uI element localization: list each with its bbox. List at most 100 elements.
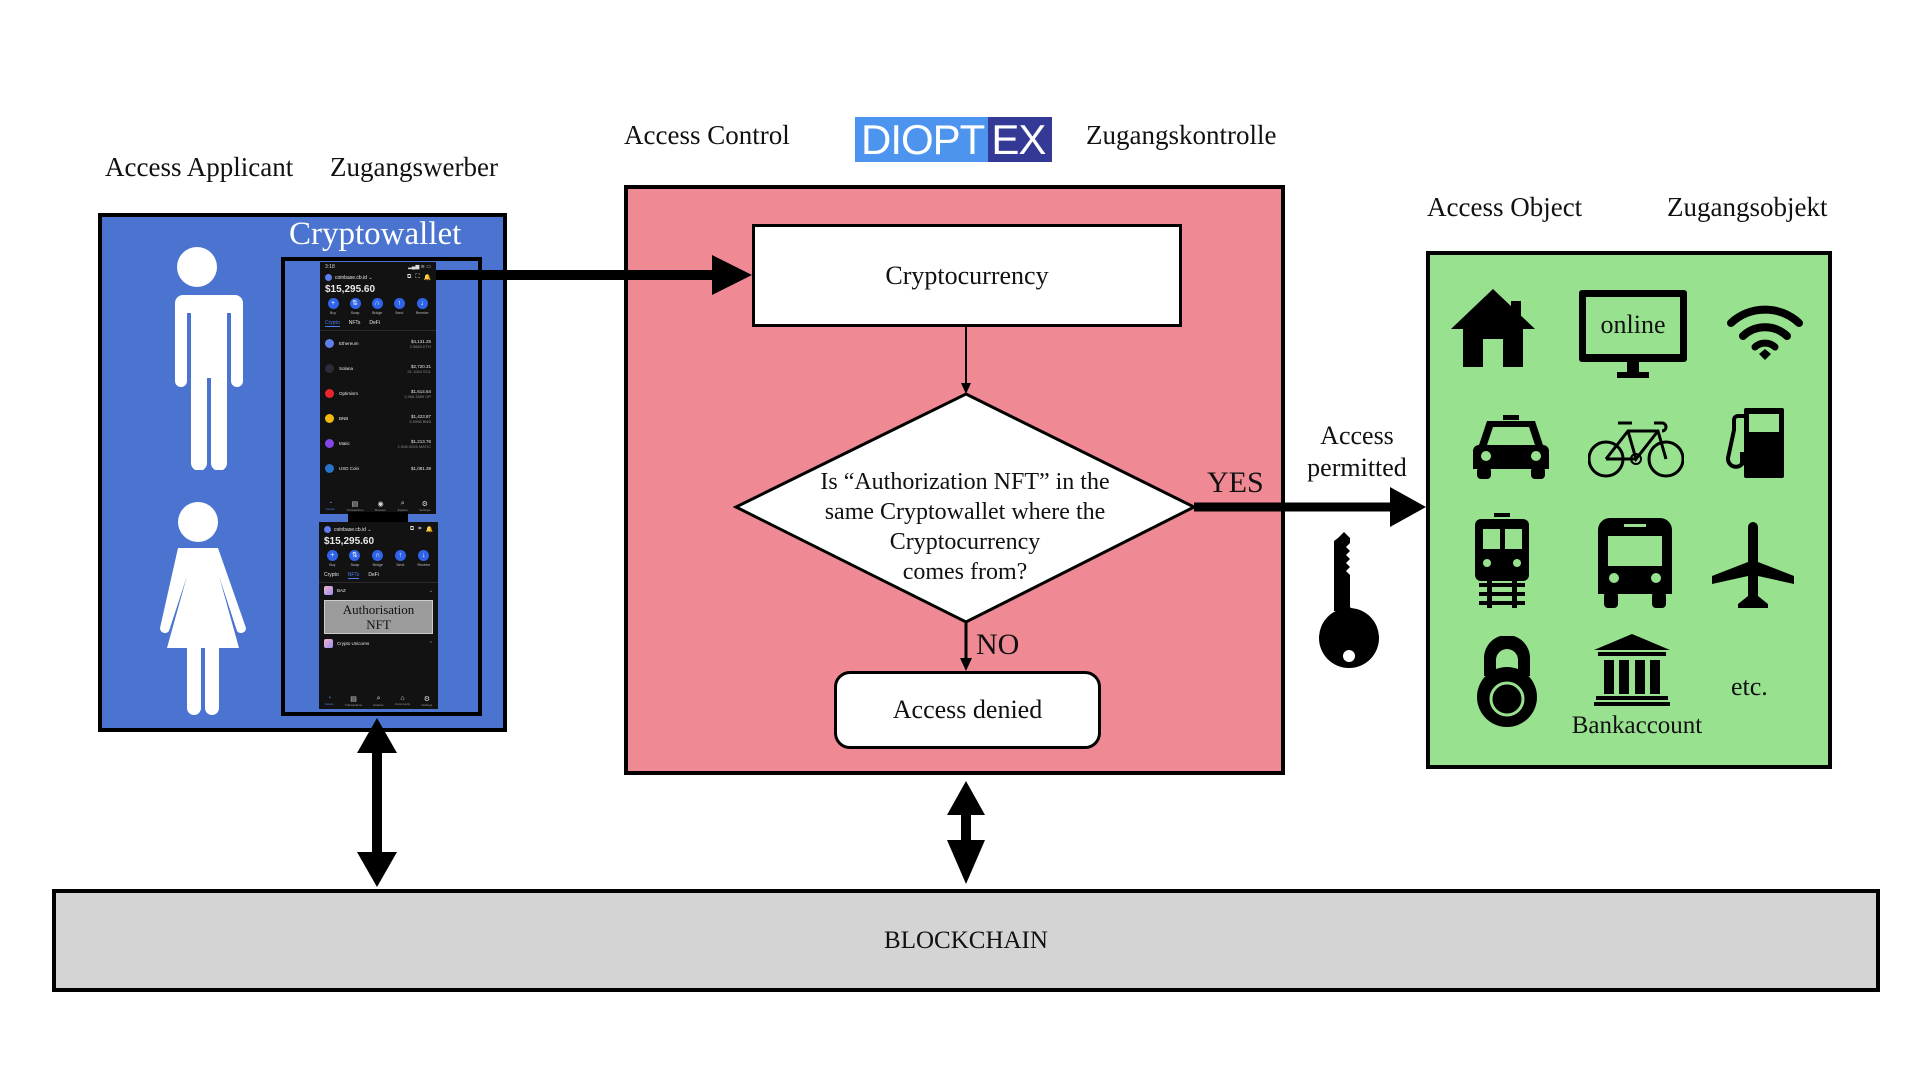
bridge-button[interactable]: ∩Bridge	[371, 298, 383, 315]
account-row[interactable]: coinbase.cb.id ⌄ ⧉ ⛶ 🔔	[320, 272, 436, 283]
optimism-icon	[325, 389, 334, 398]
bottom-nav: ◔Assets ▤Transactions ⌕Explore ⌂Community ⚙S…	[319, 693, 438, 709]
buy-button[interactable]: + Buy	[326, 550, 338, 567]
nav-label: Settings	[421, 703, 433, 707]
receive-button[interactable]: ↓Receive	[417, 550, 430, 567]
copy-icon[interactable]: ⧉	[409, 526, 415, 532]
object-title-de: Zugangsobjekt	[1667, 192, 1828, 222]
nav-settings[interactable]: ⚙Settings	[421, 695, 432, 707]
asset-values: $1,081.39	[411, 466, 431, 471]
nft-thumbnail	[324, 639, 333, 648]
action-label: Receive	[415, 311, 429, 315]
qr-icon[interactable]: ⌗	[418, 526, 422, 532]
decision-question: Is “Authorization NFT” in the same Crypt…	[800, 467, 1130, 587]
asset-amount: 91.1064 SOL	[407, 368, 431, 374]
account-name[interactable]: coinbase.cb.id ⌄	[335, 274, 373, 281]
chevron-down-icon[interactable]: ⌄	[428, 587, 433, 594]
tab-nfts[interactable]: NFTs	[348, 320, 361, 326]
buy-button[interactable]: +Buy	[327, 298, 339, 315]
nav-community[interactable]: ⌂Community	[395, 695, 410, 707]
transactions-icon: ▤	[351, 501, 359, 508]
control-title-en: Access Control	[624, 120, 790, 150]
fuel-pump-icon	[1726, 408, 1784, 478]
nav-label: Explore	[397, 508, 408, 512]
nav-label: Transactions	[346, 508, 364, 512]
nav-assets[interactable]: ◔Assets	[325, 695, 334, 707]
tab-defi[interactable]: DeFi	[369, 320, 380, 326]
asset-row[interactable]: USD Coin$1,081.39	[320, 456, 436, 481]
action-buttons: +Buy ⇅Swap ∩Bridge ↑Send ↓Receive	[320, 298, 436, 315]
copy-icon[interactable]: ⧉	[407, 274, 412, 280]
action-label: Buy	[330, 311, 337, 315]
asset-value: $2,720.31	[410, 363, 431, 369]
tab-crypto[interactable]: Crypto	[325, 320, 340, 327]
nav-transactions[interactable]: ▤Transactions	[346, 500, 363, 512]
nav-explore[interactable]: ⌕Explore	[373, 695, 383, 707]
nav-settings[interactable]: ⚙Settings	[419, 500, 430, 512]
nav-label: Assets	[325, 507, 335, 511]
logo-part-1: DIOPT	[855, 117, 989, 162]
asset-name: BNB	[339, 416, 349, 421]
nav-assets[interactable]: ◔Assets	[326, 500, 335, 512]
bell-icon[interactable]: 🔔	[423, 275, 431, 281]
wallet-blockchain-double-arrow	[357, 718, 397, 887]
swap-icon: ⇅	[349, 298, 361, 309]
assets-icon: ◔	[328, 500, 333, 507]
collection-name: Crypto Unicorns	[337, 641, 370, 646]
tab-nfts[interactable]: NFTs	[347, 572, 360, 579]
nft-collection-crypto-unicorns[interactable]: Crypto Unicorns ⌃	[319, 636, 438, 651]
bell-icon[interactable]: 🔔	[425, 527, 433, 533]
swap-button[interactable]: ⇅Swap	[349, 298, 361, 315]
nav-label: Assets	[324, 702, 334, 706]
blockchain-bar: BLOCKCHAIN	[52, 889, 1880, 992]
action-label: Buy	[329, 563, 336, 567]
applicant-title-de: Zugangswerber	[330, 152, 498, 182]
send-button[interactable]: ↑Send	[393, 298, 405, 315]
account-name[interactable]: coinbase.cb.id ⌄	[334, 526, 372, 533]
collection-name: BAZ	[337, 588, 346, 593]
decision-line: Cryptocurrency	[889, 529, 1041, 555]
control-blockchain-double-arrow	[947, 781, 985, 884]
bridge-button[interactable]: ∩ Bridge	[372, 550, 384, 567]
action-label: Receive	[417, 563, 431, 567]
scan-icon[interactable]: ⛶	[415, 274, 420, 280]
nav-browser[interactable]: ◉Browser	[375, 500, 386, 512]
nft-thumbnail	[324, 586, 333, 595]
swap-button[interactable]: ⇅Swap	[349, 550, 361, 567]
bicycle-icon	[1588, 421, 1684, 478]
asset-name: Ethereum	[339, 341, 359, 346]
key-icon	[1319, 532, 1379, 668]
send-button[interactable]: ↑Send	[394, 550, 406, 567]
bridge-icon: ∩	[372, 550, 384, 561]
bank-icon	[1592, 634, 1672, 711]
bnb-icon	[325, 414, 334, 423]
arrowhead	[1390, 487, 1426, 527]
action-label: Bridge	[372, 563, 383, 567]
plus-icon: +	[326, 550, 338, 561]
swap-icon: ⇅	[349, 550, 361, 561]
phone-status-bar: 3:18 ▂▄▆ ≋ ▭	[320, 262, 436, 272]
nft-collection-baz[interactable]: BAZ ⌄	[319, 583, 438, 598]
tab-defi[interactable]: DeFi	[368, 572, 379, 578]
bus-icon	[1598, 518, 1672, 608]
tab-crypto[interactable]: Crypto	[324, 572, 339, 578]
control-title-de: Zugangskontrolle	[1086, 120, 1277, 150]
assets-icon: ◔	[327, 695, 332, 702]
account-row[interactable]: coinbase.cb.id ⌄ ⧉ ⌗ 🔔	[319, 522, 438, 535]
chevron-up-icon[interactable]: ⌃	[428, 640, 433, 647]
cryptowallet-title: Cryptowallet	[289, 216, 462, 252]
house-icon	[1451, 289, 1535, 367]
permitted-line-1: Access	[1320, 421, 1394, 450]
wallet-balance: $15,295.60	[325, 284, 376, 295]
nav-transactions[interactable]: ▤Transactions	[345, 695, 362, 707]
receive-button[interactable]: ↓Receive	[415, 298, 429, 315]
nav-explore[interactable]: ⌕Explore	[398, 500, 408, 512]
